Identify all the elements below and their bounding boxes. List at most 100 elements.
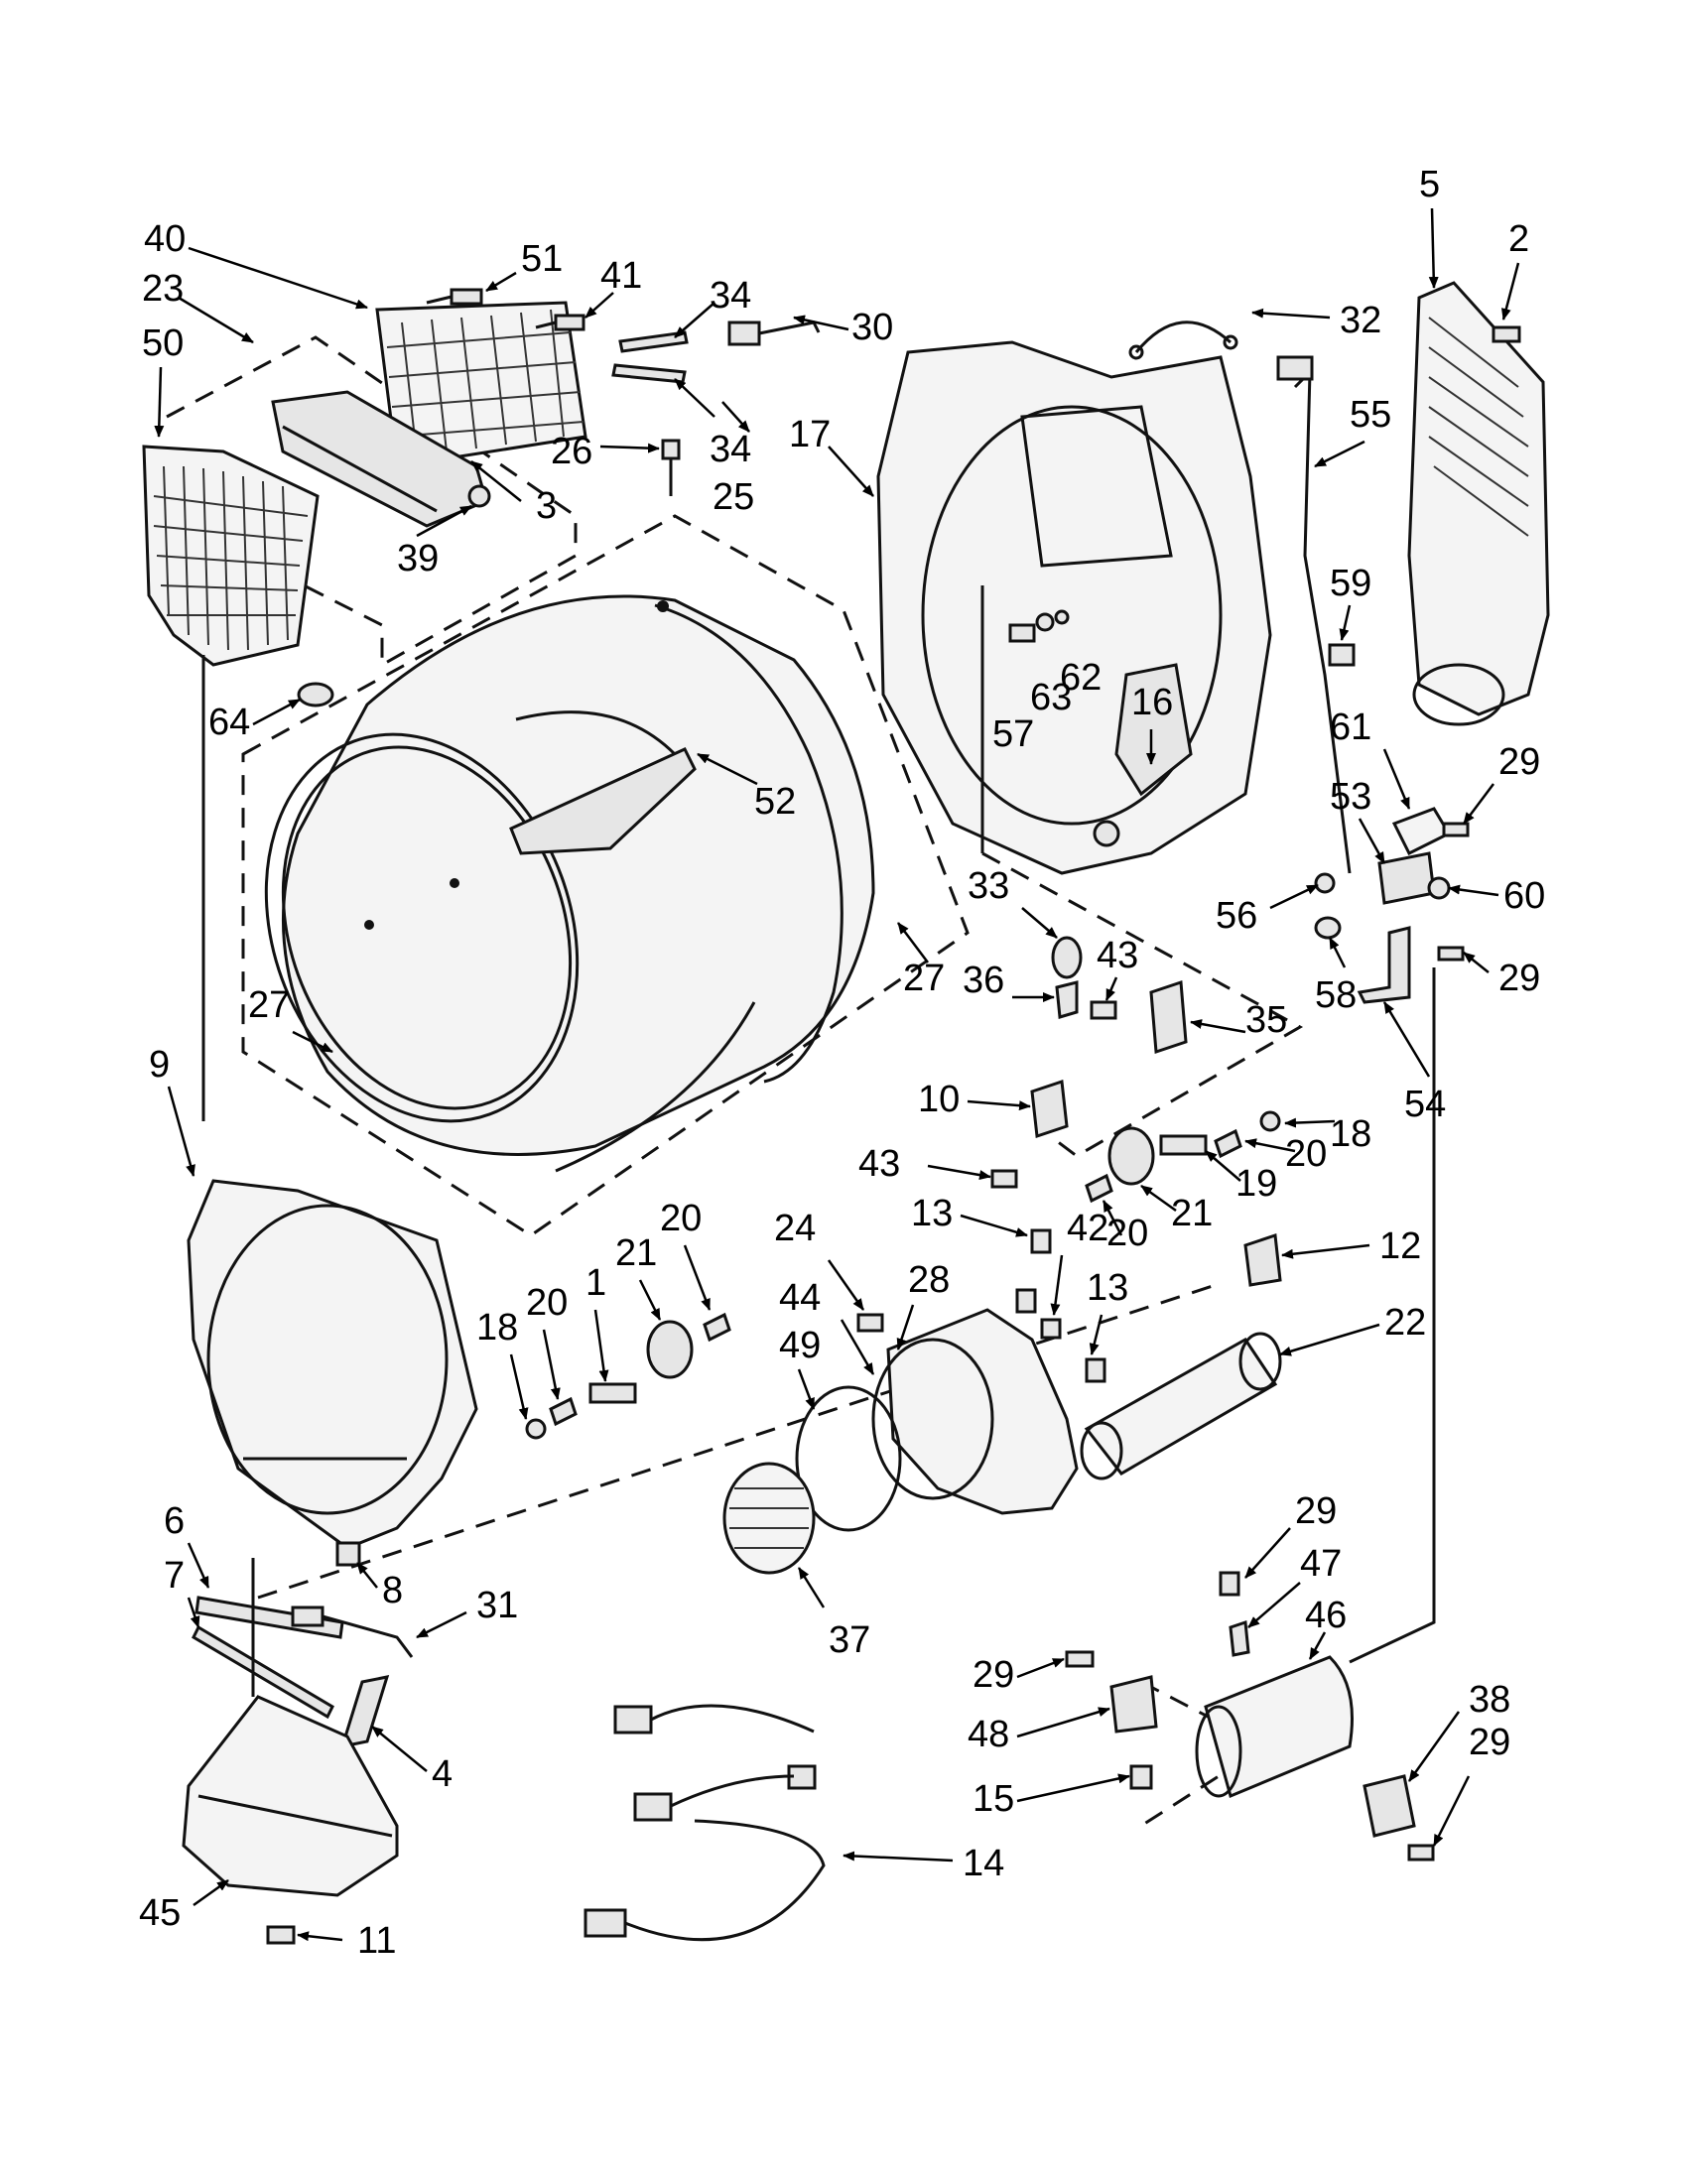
leader-5	[1428, 207, 1439, 289]
leader-46	[1308, 1631, 1327, 1660]
heater-can-body	[1204, 1655, 1354, 1799]
callout-37: 37	[829, 1619, 870, 1661]
leader-22	[1279, 1323, 1380, 1356]
part-21-roller	[1107, 1126, 1155, 1186]
drum-hole	[364, 920, 374, 930]
part-43-screw	[990, 1169, 1018, 1189]
leader-45	[193, 1878, 229, 1907]
callout-23: 23	[142, 268, 184, 310]
part-40-lint-grille	[375, 301, 587, 468]
part-25-drum	[264, 594, 875, 1173]
leader-37	[797, 1567, 826, 1608]
leader-27b	[292, 1030, 333, 1054]
part-47-thermostat	[1229, 1619, 1250, 1657]
leader-26	[599, 443, 660, 453]
part-8-nut	[335, 1541, 361, 1567]
callout-15: 15	[973, 1778, 1014, 1820]
harness-plug	[291, 1606, 325, 1627]
leader-20b	[1102, 1200, 1123, 1236]
part-20-clip	[1214, 1128, 1242, 1159]
part-48-bracket	[1109, 1675, 1158, 1734]
gas-valve-reference-line	[1349, 967, 1436, 1664]
leader-18b	[509, 1353, 529, 1420]
callout-54: 54	[1404, 1084, 1446, 1125]
callout-20-front-b: 20	[660, 1198, 702, 1239]
leader-33	[1021, 907, 1058, 939]
callout-1: 1	[585, 1262, 606, 1304]
screw-head	[661, 439, 681, 460]
lint-duct-edge	[197, 1794, 393, 1838]
callout-labels: 40 23 50 51 41 34 34 30 3 39 25 26 64 52…	[139, 164, 1545, 1962]
callout-16: 16	[1131, 682, 1173, 723]
drum-front-rim-27	[264, 732, 580, 1123]
leader-48	[1016, 1707, 1110, 1738]
leader-10	[967, 1099, 1031, 1111]
part-61-shield	[1391, 807, 1452, 856]
callout-58: 58	[1315, 974, 1357, 1016]
leader-59	[1339, 604, 1352, 641]
callout-29-a: 29	[1498, 741, 1540, 783]
callout-57: 57	[992, 713, 1034, 755]
harness-wire	[322, 1614, 414, 1658]
gas-valve-body	[1377, 851, 1436, 905]
leader-25	[721, 401, 750, 433]
callout-44: 44	[779, 1277, 821, 1319]
part-18-washer	[525, 1418, 547, 1440]
lint-duct-body	[182, 1695, 399, 1897]
part-49-gasket	[795, 1385, 902, 1532]
harness-wires	[624, 1704, 826, 1942]
leader-27a	[897, 922, 929, 964]
callout-39: 39	[397, 538, 439, 579]
callout-29-c: 29	[1295, 1490, 1337, 1532]
part-20-clip	[549, 1396, 578, 1427]
callout-55: 55	[1350, 394, 1391, 436]
leader-34b	[674, 378, 715, 418]
callout-29-b: 29	[1498, 958, 1540, 999]
leader-53	[1358, 818, 1386, 864]
rear-bulkhead-hole	[1093, 820, 1120, 847]
part-43-screw	[1090, 1000, 1117, 1020]
callout-20-front-a: 20	[526, 1282, 568, 1324]
leader-15	[1016, 1773, 1130, 1803]
lint-duct-assembly-outline	[166, 335, 578, 668]
blower-wheel-fins	[729, 1487, 809, 1549]
part-32-wire-harness	[1134, 321, 1233, 353]
callout-12: 12	[1379, 1225, 1421, 1267]
duct-cover-mesh	[1428, 317, 1529, 537]
callout-35: 35	[1245, 999, 1287, 1041]
exhaust-duct-end	[1080, 1421, 1123, 1480]
gas-valve-port-60	[1427, 876, 1451, 900]
part-29-screw	[1219, 1571, 1240, 1597]
callout-56: 56	[1216, 895, 1257, 937]
callout-34-lower: 34	[710, 429, 751, 470]
leader-7	[187, 1597, 200, 1628]
leader-19	[1205, 1150, 1241, 1182]
callout-6: 6	[164, 1500, 185, 1542]
part-62-washer	[1054, 609, 1070, 625]
leader-47	[1247, 1582, 1301, 1628]
part-14-wire-harness	[584, 1704, 826, 1942]
part-41-screw	[535, 314, 585, 331]
lint-screen-mesh	[153, 465, 309, 651]
callout-53: 53	[1330, 776, 1371, 818]
leader-64	[252, 698, 301, 726]
leader-49	[797, 1368, 816, 1410]
rear-bulkhead-ring	[921, 405, 1223, 826]
callout-26: 26	[551, 431, 592, 472]
leader-23	[178, 296, 254, 344]
part-20-clip	[703, 1312, 731, 1343]
callout-63: 63	[1030, 677, 1072, 718]
leader-51	[485, 271, 517, 293]
sensor-body	[727, 321, 761, 346]
part-29-screw	[1437, 946, 1465, 962]
callout-28: 28	[908, 1259, 950, 1301]
part-37-blower-wheel	[722, 1462, 816, 1575]
screw-shank	[426, 295, 453, 305]
callout-5: 5	[1419, 164, 1440, 205]
harness-connector	[633, 1792, 673, 1822]
part-58-cap	[1314, 916, 1342, 940]
callout-20-rear-b: 20	[1106, 1213, 1148, 1254]
callout-10: 10	[918, 1079, 960, 1120]
callout-13-lower: 13	[1087, 1267, 1128, 1309]
callout-2: 2	[1508, 218, 1529, 260]
